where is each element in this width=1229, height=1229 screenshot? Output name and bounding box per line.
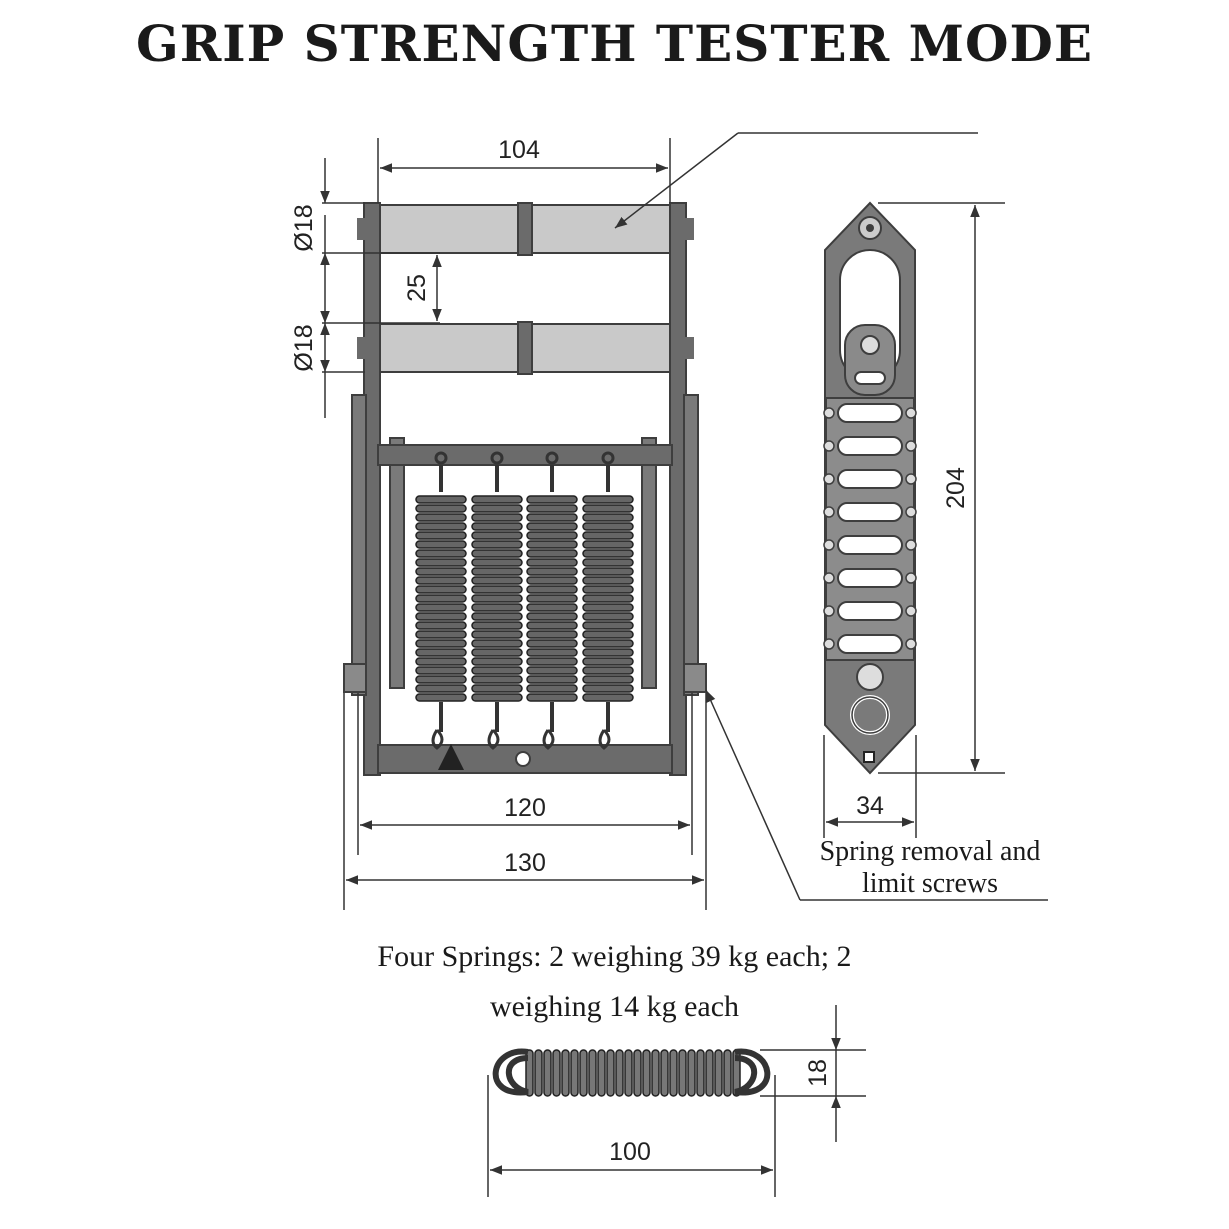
dim-120: 120 xyxy=(504,794,546,822)
front-view xyxy=(343,202,707,776)
logo-mark xyxy=(438,744,464,770)
left-inner-plate xyxy=(389,437,405,689)
dim-34: 34 xyxy=(856,792,884,820)
left-side-plate xyxy=(351,394,367,696)
spring xyxy=(415,451,467,750)
callout-line-1: Spring removal and xyxy=(819,836,1041,867)
side-view xyxy=(823,201,917,775)
side-slots xyxy=(823,403,917,654)
caption-line-2: weighing 14 kg each xyxy=(489,990,740,1023)
bottom-bar xyxy=(377,744,673,774)
spring-crossbar xyxy=(377,444,673,466)
spring-group xyxy=(415,451,634,750)
single-spring xyxy=(492,1048,771,1097)
lower-handle xyxy=(357,321,694,375)
dim-18-spring: 18 xyxy=(804,1059,832,1087)
diagram-title: GRIP STRENGTH TESTER MODE xyxy=(136,14,1093,73)
callout-label: Spring removal and limit screws xyxy=(780,836,1080,900)
upper-handle xyxy=(357,202,694,256)
callout-line-2: limit screws xyxy=(861,868,999,899)
dim-104: 104 xyxy=(498,136,540,164)
spring xyxy=(526,451,578,750)
spring xyxy=(582,451,634,750)
dim-gap: 25 xyxy=(403,274,431,302)
spring xyxy=(471,451,523,750)
right-inner-plate xyxy=(641,437,657,689)
dim-204: 204 xyxy=(942,467,970,509)
left-limit-screw xyxy=(343,663,367,693)
caption-line-1: Four Springs: 2 weighing 39 kg each; 2 xyxy=(377,940,852,973)
right-limit-screw xyxy=(683,663,707,693)
right-side-plate xyxy=(683,394,699,696)
dim-dia-upper: Ø18 xyxy=(290,204,318,251)
dim-130: 130 xyxy=(504,849,546,877)
dim-dia-lower: Ø18 xyxy=(290,324,318,371)
dim-100: 100 xyxy=(609,1138,651,1166)
